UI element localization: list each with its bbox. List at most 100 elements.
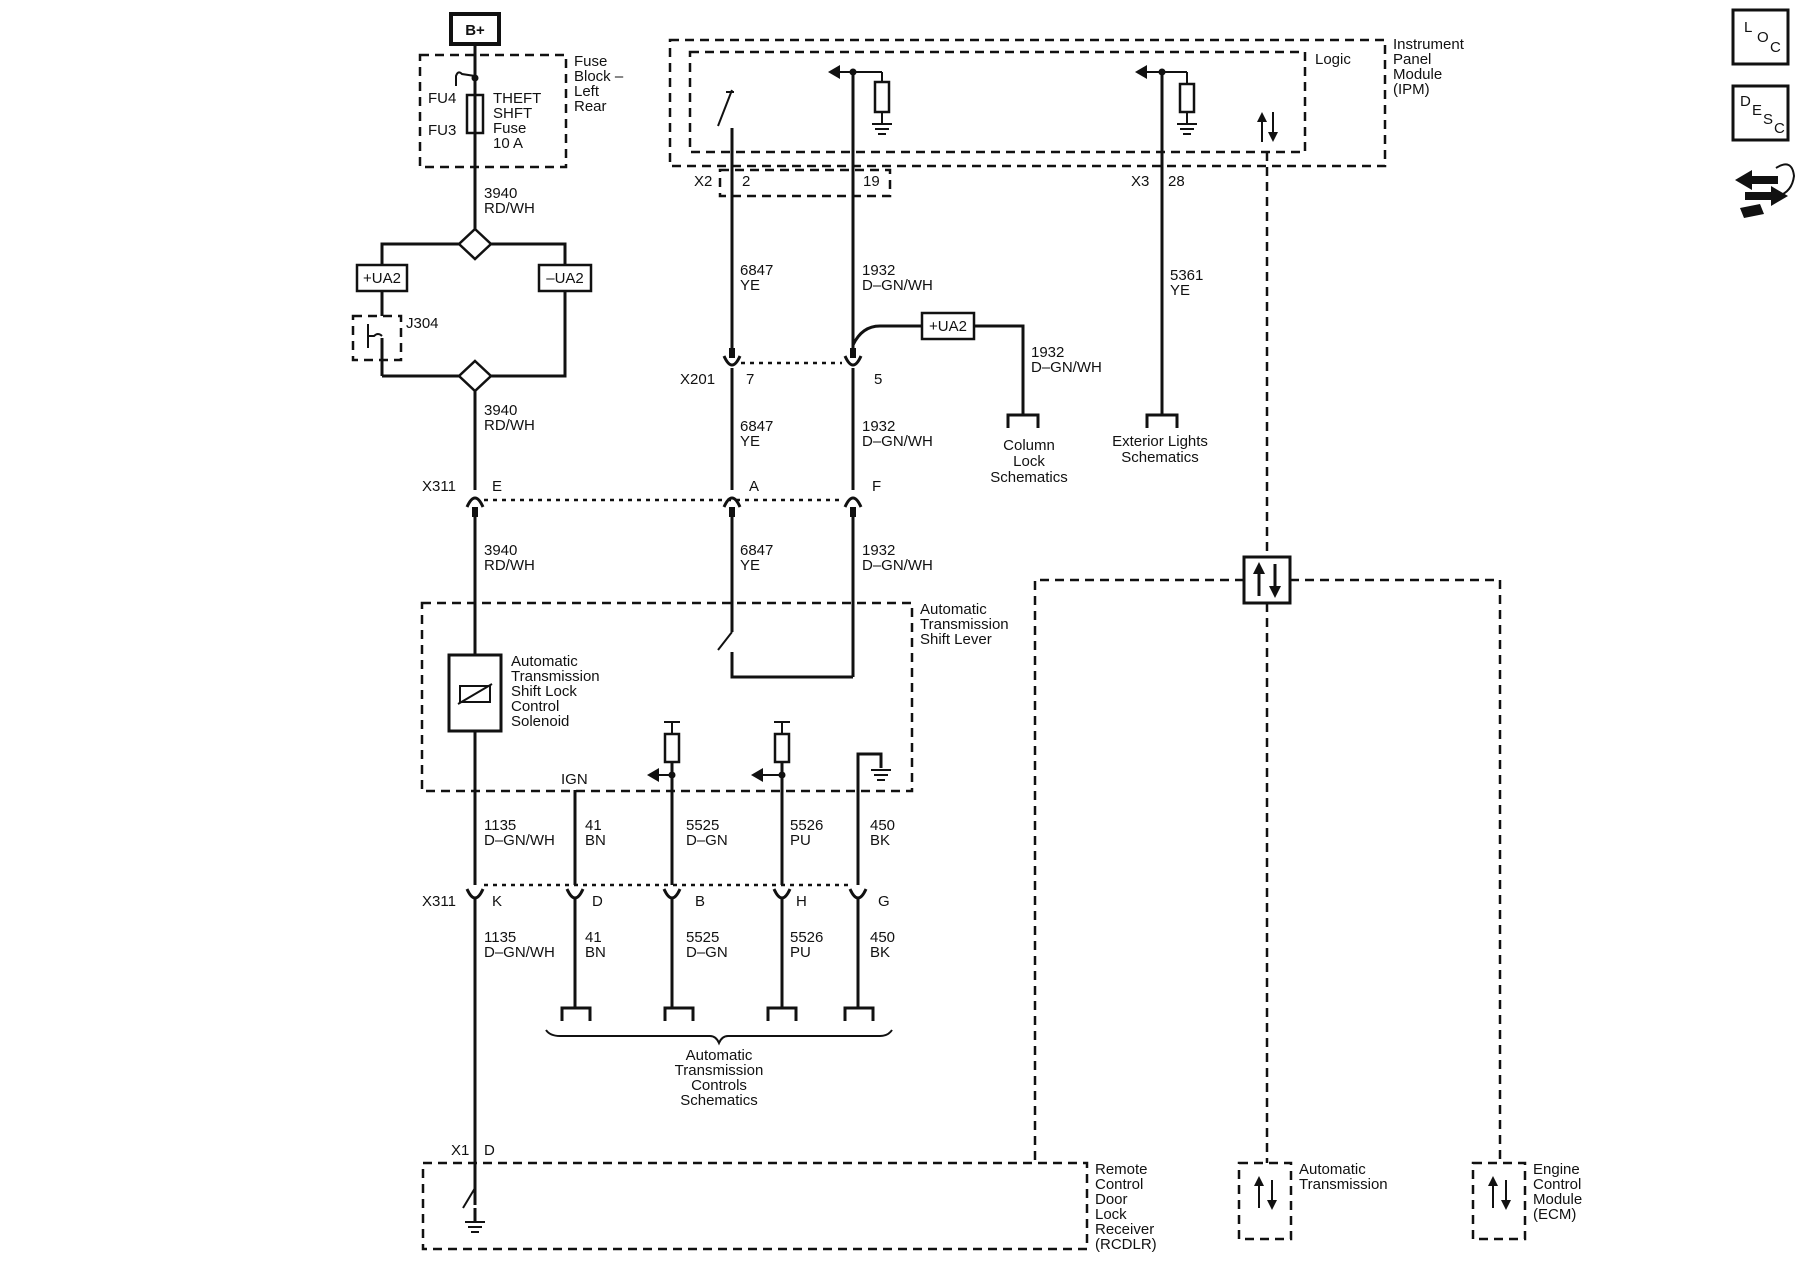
wire-1932-c-num: 1932 [862, 542, 895, 559]
serial-data-arrows-icon [1257, 112, 1278, 142]
loc-letter-l: L [1744, 19, 1752, 36]
fuse-line-1: THEFT [493, 90, 541, 107]
desc-letter-d: D [1740, 93, 1751, 110]
ua2-column-label: +UA2 [929, 318, 967, 335]
fu4-label: FU4 [428, 90, 456, 107]
x311-pin-f: F [872, 478, 881, 495]
x2-pin19-label: 19 [863, 173, 880, 190]
wire-6847-c-color: YE [740, 557, 760, 574]
rcdlr-title-5: Receiver [1095, 1221, 1154, 1238]
wire-6847-b-color: YE [740, 433, 760, 450]
wire-1932-c-color: D–GN/WH [862, 557, 933, 574]
wire-1932-a-num: 1932 [862, 262, 895, 279]
fuse-block-title-3: Left [574, 83, 600, 100]
auto-trans-controls-ref-4: Schematics [680, 1092, 758, 1109]
x3-label: X3 [1131, 173, 1149, 190]
ipm-title-1: Instrument [1393, 36, 1465, 53]
wire-41-b-color: BN [585, 944, 606, 961]
column-lock-ref-3: Schematics [990, 469, 1068, 486]
ipm-title-4: (IPM) [1393, 81, 1430, 98]
wire-450-a-num: 450 [870, 817, 895, 834]
ecm-module-4: (ECM) [1533, 1206, 1576, 1223]
ua2-pos-label: +UA2 [363, 270, 401, 287]
wire-5526-b-color: PU [790, 944, 811, 961]
fuse-block-title-1: Fuse [574, 53, 607, 70]
wire-5525-a-color: D–GN [686, 832, 728, 849]
wire-6847-a-num: 6847 [740, 262, 773, 279]
rcdlr-title-4: Lock [1095, 1206, 1127, 1223]
loc-button[interactable]: L O C [1731, 8, 1790, 66]
rcdlr-title-1: Remote [1095, 1161, 1148, 1178]
x201-pin5-label: 5 [874, 371, 882, 388]
ipm-logic-label: Logic [1315, 51, 1351, 68]
fuse-block-title-4: Rear [574, 98, 607, 115]
ua2-neg-label: –UA2 [546, 270, 584, 287]
wire-1932-d-num: 1932 [1031, 344, 1064, 361]
x1-pin-label: D [484, 1142, 495, 1159]
x311-pin-e: E [492, 478, 502, 495]
solenoid-line-5: Solenoid [511, 713, 569, 730]
x311-pin-g: G [878, 893, 890, 910]
fuse-block-title-2: Block – [574, 68, 624, 85]
fuse-block: FU4 FU3 THEFT SHFT Fuse 10 A Fuse Block … [418, 44, 624, 235]
column-lock-reference: Column Lock Schematics [990, 413, 1068, 486]
x311-bottom-connector: X311 K D B H G [422, 883, 890, 910]
wire-6847-c-num: 6847 [740, 542, 773, 559]
desc-letter-s: S [1763, 111, 1773, 128]
rcdlr-title-3: Door [1095, 1191, 1128, 1208]
j304-label: J304 [406, 315, 439, 332]
wire-3940-b-num: 3940 [484, 402, 517, 419]
rcdlr-title-2: Control [1095, 1176, 1143, 1193]
wire-1932-a-color: D–GN/WH [862, 277, 933, 294]
exterior-lights-ref-1: Exterior Lights [1112, 433, 1208, 450]
exterior-lights-ref-2: Schematics [1121, 449, 1199, 466]
x3-pin28-label: 28 [1168, 173, 1185, 190]
wire-1932-b-num: 1932 [862, 418, 895, 435]
wire-5526-a-color: PU [790, 832, 811, 849]
wire-41-a-color: BN [585, 832, 606, 849]
solenoid-line-2: Transmission [511, 668, 600, 685]
auto-trans-controls-reference: Automatic Transmission Controls Schemati… [545, 1006, 893, 1109]
wire-3940-c-color: RD/WH [484, 557, 535, 574]
x201-label: X201 [680, 371, 715, 388]
x2-pin2-label: 2 [742, 173, 750, 190]
rcdlr-module: X1 D Remote Control Door Lock Receiver (… [421, 1142, 1157, 1253]
x2-label: X2 [694, 173, 712, 190]
wire-5525-a-num: 5525 [686, 817, 719, 834]
x311-pin-h: H [796, 893, 807, 910]
shift-lever-title-2: Transmission [920, 616, 1009, 633]
fu3-label: FU3 [428, 122, 456, 139]
wire-41-b-num: 41 [585, 929, 602, 946]
wire-3940-b-color: RD/WH [484, 417, 535, 434]
x1-label: X1 [451, 1142, 469, 1159]
wire-3940-a-color: RD/WH [484, 200, 535, 217]
x311-pin-a: A [749, 478, 759, 495]
wire-5361-color: YE [1170, 282, 1190, 299]
auto-trans-controls-ref-1: Automatic [686, 1047, 753, 1064]
desc-button[interactable]: D E S C [1731, 84, 1790, 142]
shift-lever-title-3: Shift Lever [920, 631, 992, 648]
ua2-splice: +UA2 –UA2 J304 [351, 227, 593, 490]
wire-5361-num: 5361 [1170, 267, 1203, 284]
connector-arrows-icon[interactable] [1735, 163, 1796, 218]
auto-trans-module-2: Transmission [1299, 1176, 1388, 1193]
x311-pin-d: D [592, 893, 603, 910]
x201-connector: X201 7 5 [680, 348, 882, 490]
exterior-lights-reference: Exterior Lights Schematics [1112, 413, 1208, 466]
fuse-line-2: SHFT [493, 105, 532, 122]
fuse-line-4: 10 A [493, 135, 523, 152]
ecm-module-3: Module [1533, 1191, 1582, 1208]
ecm-data-icon [1488, 1176, 1511, 1210]
loc-letter-c: C [1770, 39, 1781, 56]
shift-lever-module: Automatic Transmission Shift Lever Autom… [420, 601, 1009, 885]
x311-bottom-label: X311 [422, 893, 456, 910]
wire-5525-b-num: 5525 [686, 929, 719, 946]
auto-trans-module-1: Automatic [1299, 1161, 1366, 1178]
wire-5526-b-num: 5526 [790, 929, 823, 946]
loc-letter-o: O [1757, 29, 1769, 46]
wire-450-a-color: BK [870, 832, 890, 849]
wire-5526-a-num: 5526 [790, 817, 823, 834]
auto-trans-controls-ref-2: Transmission [675, 1062, 764, 1079]
wire-6847-a-color: YE [740, 277, 760, 294]
